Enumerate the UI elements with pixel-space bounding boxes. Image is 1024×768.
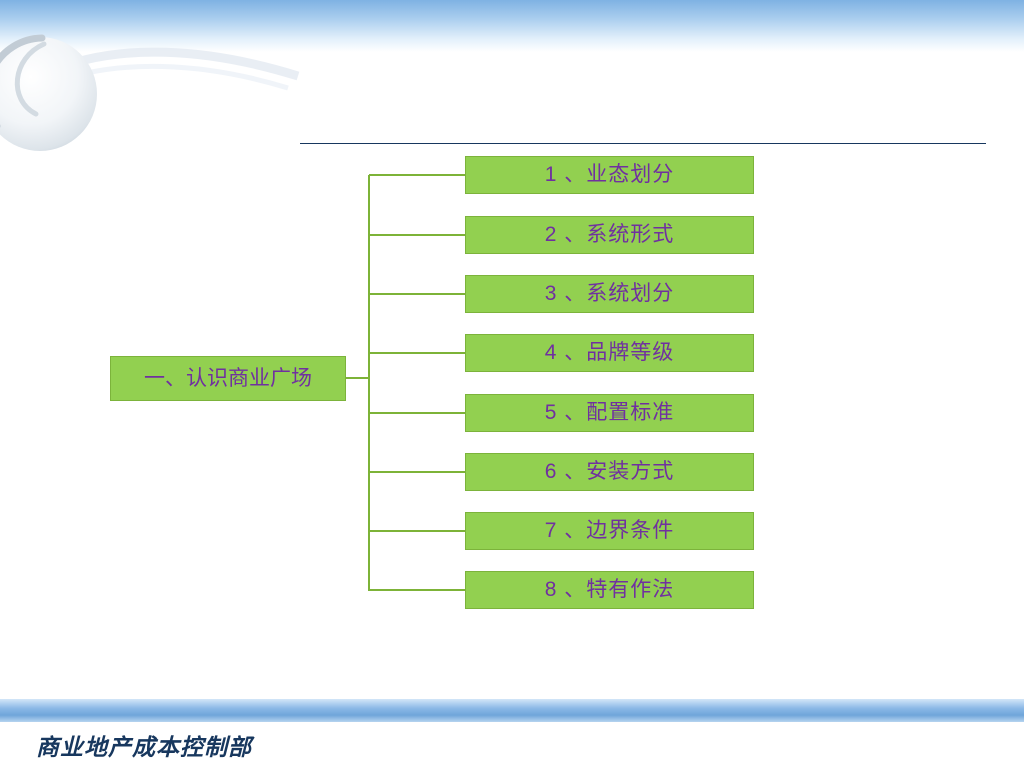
branch-node-8: 8 、特有作法 [465, 571, 754, 609]
connector-stub-5 [369, 412, 466, 414]
branch-node-1: 1 、业态划分 [465, 156, 754, 194]
branch-node-6: 6 、安装方式 [465, 453, 754, 491]
header-band [0, 0, 1024, 52]
connector-stub-8 [369, 589, 466, 591]
connector-stub-7 [369, 530, 466, 532]
connector-stub-1 [369, 174, 466, 176]
branch-node-3: 3 、系统划分 [465, 275, 754, 313]
connector-stub-3 [369, 293, 466, 295]
branch-node-4: 4 、品牌等级 [465, 334, 754, 372]
root-node: 一、认识商业广场 [110, 356, 346, 401]
branch-node-2: 2 、系统形式 [465, 216, 754, 254]
connector-stub-4 [369, 352, 466, 354]
company-logo-icon [0, 34, 300, 151]
branch-node-7: 7 、边界条件 [465, 512, 754, 550]
branch-node-5: 5 、配置标准 [465, 394, 754, 432]
connector-stub-6 [369, 471, 466, 473]
connector-stub-2 [369, 234, 466, 236]
footer-title: 商业地产成本控制部 [36, 734, 252, 760]
footer-band [0, 699, 1024, 722]
connector-vertical-line [368, 175, 370, 591]
connector-root-stub [344, 377, 369, 379]
header-divider-line [300, 143, 986, 144]
